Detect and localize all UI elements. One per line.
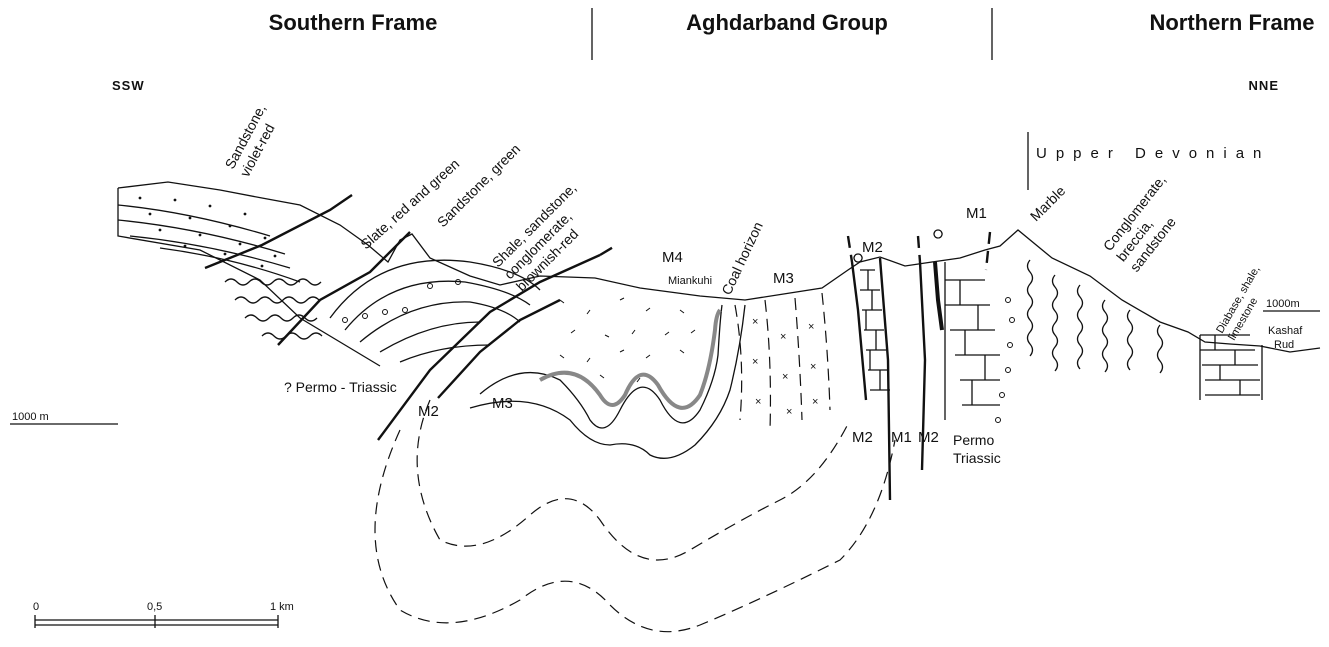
unit-m3-upper: M3 [773, 270, 794, 287]
thrust-fault-left [205, 195, 352, 268]
fault-marble-dash [986, 232, 990, 270]
upper-devonian-label: Upper Devonian [1036, 145, 1270, 162]
fossil-symbol-2 [934, 230, 942, 238]
coal-horizon-trace [540, 310, 720, 408]
label-sandstone-green: Sandstone, green [434, 141, 523, 230]
direction-ssw: SSW [112, 78, 145, 93]
svg-text:×: × [810, 361, 816, 373]
label-conglomerate-breccia: Conglomerate, breccia, sandstone [1100, 172, 1196, 275]
coal-seam-north [935, 262, 942, 330]
unit-m4: M4 [662, 249, 683, 266]
unit-m3-left: M3 [492, 395, 513, 412]
label-sandstone-violet-red: Sandstone, violet-red [222, 101, 284, 179]
svg-text:Rud: Rud [1274, 339, 1294, 351]
diabase-brick-fill [1200, 335, 1262, 400]
svg-text:×: × [808, 321, 814, 333]
label-kashaf-rud: Kashaf Rud [1268, 325, 1303, 351]
label-permo-triassic-left: ? Permo - Triassic [284, 379, 397, 395]
fold-envelope-inner [417, 400, 850, 560]
label-coal-horizon: Coal horizon [718, 219, 766, 297]
scale-tick-1km: 1 km [270, 601, 294, 613]
fossil-symbol-1 [854, 254, 862, 262]
vertical-scale-right-label: 1000m [1266, 298, 1300, 310]
unit-m1-upper: M1 [966, 205, 987, 222]
header-southern-frame: Southern Frame [269, 10, 438, 35]
m4-fill [560, 298, 695, 382]
unit-m2-upper: M2 [862, 239, 883, 256]
scale-tick-05: 0,5 [147, 601, 162, 613]
main-thrust-upper-dash [600, 246, 615, 255]
unit-m2-bottom: M2 [852, 429, 873, 446]
inner-thrust [438, 300, 560, 398]
fault-central-1 [852, 262, 866, 400]
svg-text:×: × [780, 331, 786, 343]
svg-text:Permo: Permo [953, 432, 994, 448]
fault-central-2 [880, 258, 890, 500]
northern-wavy-fill [1028, 260, 1163, 373]
fault-central-dash-2 [918, 236, 920, 262]
svg-text:×: × [812, 396, 818, 408]
svg-text:Kashaf: Kashaf [1268, 325, 1303, 337]
fold-envelope-outer [375, 430, 895, 632]
left-block-outline [118, 188, 380, 366]
vertical-scale-left-label: 1000 m [12, 411, 49, 423]
permo-triassic-pebbles [996, 298, 1015, 423]
scale-tick-0: 0 [33, 601, 39, 613]
label-shale-sandstone: Shale, sandstone, conglomerate, brownish… [489, 180, 604, 295]
m3-x-marks: × × × × × × × × × [752, 316, 818, 418]
label-miankuhi: Miankuhi [668, 275, 712, 287]
svg-text:×: × [752, 356, 758, 368]
svg-text:×: × [752, 316, 758, 328]
header-aghdarband-group: Aghdarband Group [686, 10, 888, 35]
sandstone-violet-red-strata [118, 205, 300, 282]
horizontal-scale-bar [35, 615, 278, 628]
svg-text:×: × [755, 396, 761, 408]
header-northern-frame: Northern Frame [1149, 10, 1314, 35]
unit-m1-bottom: M1 [891, 429, 912, 446]
label-slate: Slate, red and green [357, 155, 462, 252]
main-thrust-m2 [378, 255, 600, 440]
label-marble: Marble [1027, 182, 1069, 224]
fault-central-dash-1 [848, 236, 852, 262]
svg-text:Triassic: Triassic [953, 450, 1001, 466]
marble-brick-fill [945, 262, 1000, 420]
thrust-fault-slate [278, 232, 410, 345]
direction-nne: NNE [1249, 78, 1279, 93]
svg-text:×: × [782, 371, 788, 383]
unit-m2-bottom-right: M2 [918, 429, 939, 446]
unit-m2-left: M2 [418, 403, 439, 420]
label-permo-triassic-right: Permo Triassic [953, 432, 1001, 466]
slate-wavy-fill [225, 279, 322, 339]
svg-text:×: × [786, 406, 792, 418]
